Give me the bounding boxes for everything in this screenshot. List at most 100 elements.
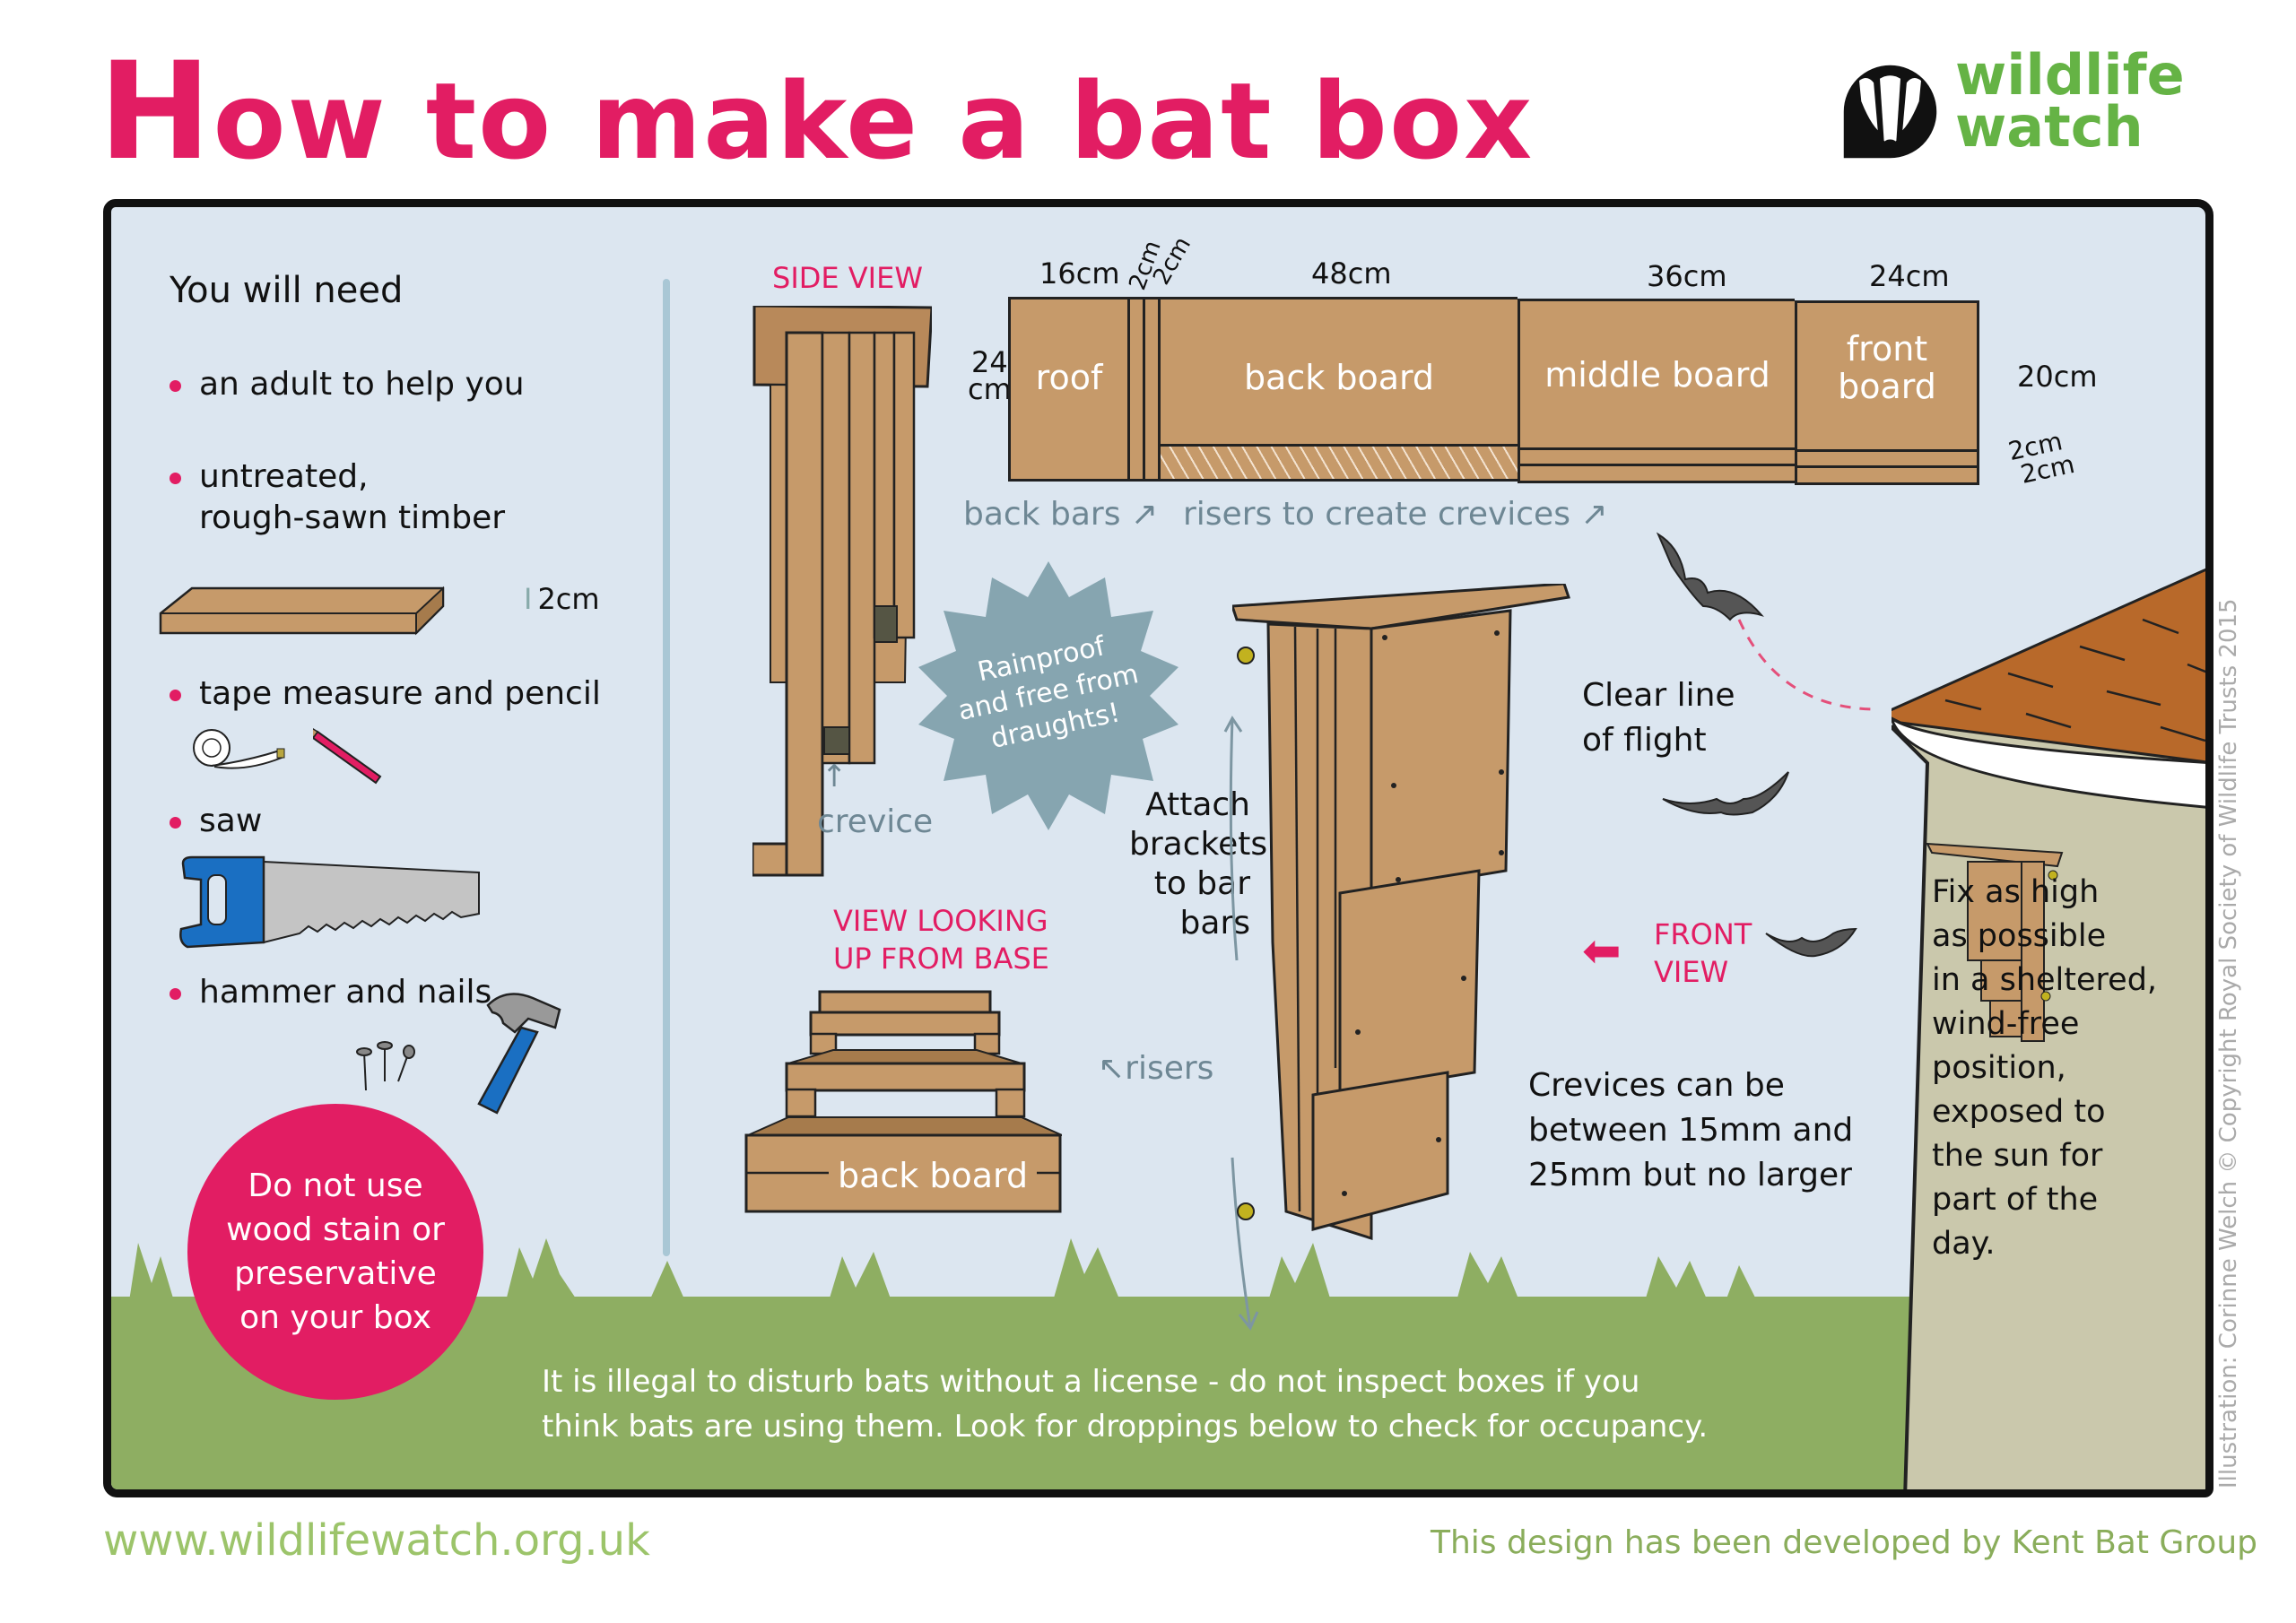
back-bars-text: back bars (963, 496, 1121, 533)
back-bar-2-segment (1143, 297, 1158, 482)
placement-line: part of the (1932, 1182, 2099, 1218)
placement-line: as possible (1932, 918, 2107, 954)
placement-line: position, (1932, 1050, 2066, 1086)
house-wall-illustration (1892, 568, 2205, 1489)
front-view-line-2: VIEW (1654, 955, 1729, 989)
plank-height: 24 cm (968, 345, 1012, 406)
bat-icon (1662, 771, 1789, 816)
risers-text: risers to create crevices (1183, 496, 1570, 533)
risers-label: risers to create crevices ↗ (1183, 496, 1608, 533)
legal-notice: It is illegal to disturb bats without a … (542, 1359, 1797, 1449)
tape-measure-icon (193, 729, 285, 769)
risers-hatch (1161, 444, 1518, 479)
front-board-width: 24cm (1869, 259, 1950, 293)
illustration-panel: You will need an adult to help you untre… (103, 199, 2213, 1497)
warning-circle: Do not use wood stain or preservative on… (187, 1104, 483, 1400)
back-board-width: 48cm (1311, 256, 1392, 291)
copyright-notice: Illustration: Corinne Welch © Copyright … (2215, 598, 2242, 1488)
title-first-letter: H (99, 34, 213, 190)
bullet-icon (170, 987, 181, 1000)
riser-line (1797, 465, 1977, 468)
plank-height-value: 24 (971, 345, 1008, 379)
logo-line-1: wildlife (1955, 42, 2185, 108)
need-item-tape-pencil: tape measure and pencil (170, 673, 601, 715)
warning-line: Do not use (248, 1167, 423, 1204)
brackets-line: to bar (1153, 865, 1250, 902)
flight-line: Clear line (1582, 677, 1735, 714)
need-label: saw (199, 803, 263, 839)
riser-thickness-labels: 2cm 2cm (2005, 426, 2077, 490)
brackets-line: brackets (1129, 826, 1268, 863)
need-label: an adult to help you (199, 366, 525, 403)
crevices-line: Crevices can be (1528, 1067, 1785, 1104)
legal-line-1: It is illegal to disturb bats without a … (542, 1364, 1640, 1400)
bats-illustration (1656, 532, 1879, 958)
wildlife-watch-logo[interactable]: wildlife watch (1839, 42, 2233, 166)
bullet-icon (170, 379, 181, 392)
front-board-text: front board (1838, 329, 1936, 406)
crevices-note: Crevices can be between 15mm and 25mm bu… (1528, 1063, 1853, 1198)
crevices-line: between 15mm and (1528, 1112, 1854, 1149)
curved-arrow-icon: ↗ (1130, 496, 1159, 533)
placement-line: wind-free (1932, 1006, 2080, 1042)
badger-icon (1843, 65, 1937, 159)
roof-width: 16cm (1039, 256, 1120, 291)
placement-line: in a sheltered, (1932, 962, 2158, 998)
rainproof-badge: Rainproof and free from draughts! (918, 561, 1178, 830)
need-item-saw: saw (170, 801, 262, 842)
placement-line: day. (1932, 1226, 1996, 1262)
section-divider (663, 279, 670, 1256)
brackets-line: Attach (1145, 786, 1250, 823)
timber-plank-icon (159, 586, 445, 636)
placement-note: Fix as high as possible in a sheltered, … (1932, 871, 2157, 1266)
plank-height-unit: cm (968, 372, 1012, 406)
front-board-height: 20cm (2017, 360, 2098, 394)
logo-line-2: watch (1955, 94, 2144, 160)
warning-line: wood stain or (226, 1211, 445, 1248)
brackets-note: Attach brackets to bar bars (1129, 785, 1268, 943)
placement-line: the sun for (1932, 1138, 2103, 1174)
back-bar-1-segment (1127, 297, 1143, 482)
needs-heading: You will need (170, 270, 404, 311)
base-view-title-line-2: UP FROM BASE (833, 942, 1049, 976)
back-board-label: back board (1243, 358, 1435, 397)
warning-line: on your box (239, 1299, 431, 1336)
arrow-left-icon: ⬅ (1582, 924, 1622, 978)
front-board-label: front board (1797, 330, 1977, 405)
middle-board-segment: middle board (1518, 299, 1795, 483)
brackets-line: bars (1179, 905, 1250, 942)
flight-note: Clear line of flight (1582, 673, 1735, 763)
need-item-hammer-nails: hammer and nails (170, 972, 491, 1013)
front-board-segment: front board (1795, 300, 1979, 485)
hammer-icon (477, 993, 561, 1115)
riser-line (1520, 447, 1795, 450)
pencil-icon (313, 727, 382, 785)
crevices-line: 25mm but no larger (1528, 1157, 1852, 1193)
legal-line-2: think bats are using them. Look for drop… (542, 1409, 1709, 1445)
back-bars-label: back bars ↗ (963, 496, 1158, 533)
need-label: untreated, (199, 458, 369, 495)
starburst-icon (918, 561, 1178, 830)
logo-text: wildlife watch (1955, 42, 2185, 160)
bracket-arrows (1223, 716, 1259, 1331)
front-view-line-1: FRONT (1654, 917, 1752, 951)
warning-line: preservative (234, 1255, 437, 1292)
crevice-label: crevice (817, 803, 934, 840)
design-credit: This design has been developed by Kent B… (1431, 1524, 2257, 1561)
back-board-segment: back board (1158, 297, 1518, 482)
cutting-plan-plank: roof back board middle board front board (1008, 297, 2004, 485)
bat-icon (1765, 927, 1857, 958)
grass-tufts (129, 1238, 1757, 1301)
website-link[interactable]: www.wildlifewatch.org.uk (103, 1515, 650, 1566)
flight-line: of flight (1582, 722, 1707, 759)
roof-label: roof (1035, 358, 1103, 397)
mounted-bat-box-icon (1926, 842, 2064, 1042)
page-title: How to make a bat box (99, 45, 1534, 179)
riser-line (1797, 449, 1977, 452)
arrow-up-icon: ↑ (822, 759, 848, 794)
need-label: tape measure and pencil (199, 675, 601, 712)
bullet-icon (170, 689, 181, 701)
saw-icon (179, 855, 480, 949)
placement-line: exposed to (1932, 1094, 2106, 1130)
base-risers-label: ↖risers (1098, 1050, 1213, 1087)
